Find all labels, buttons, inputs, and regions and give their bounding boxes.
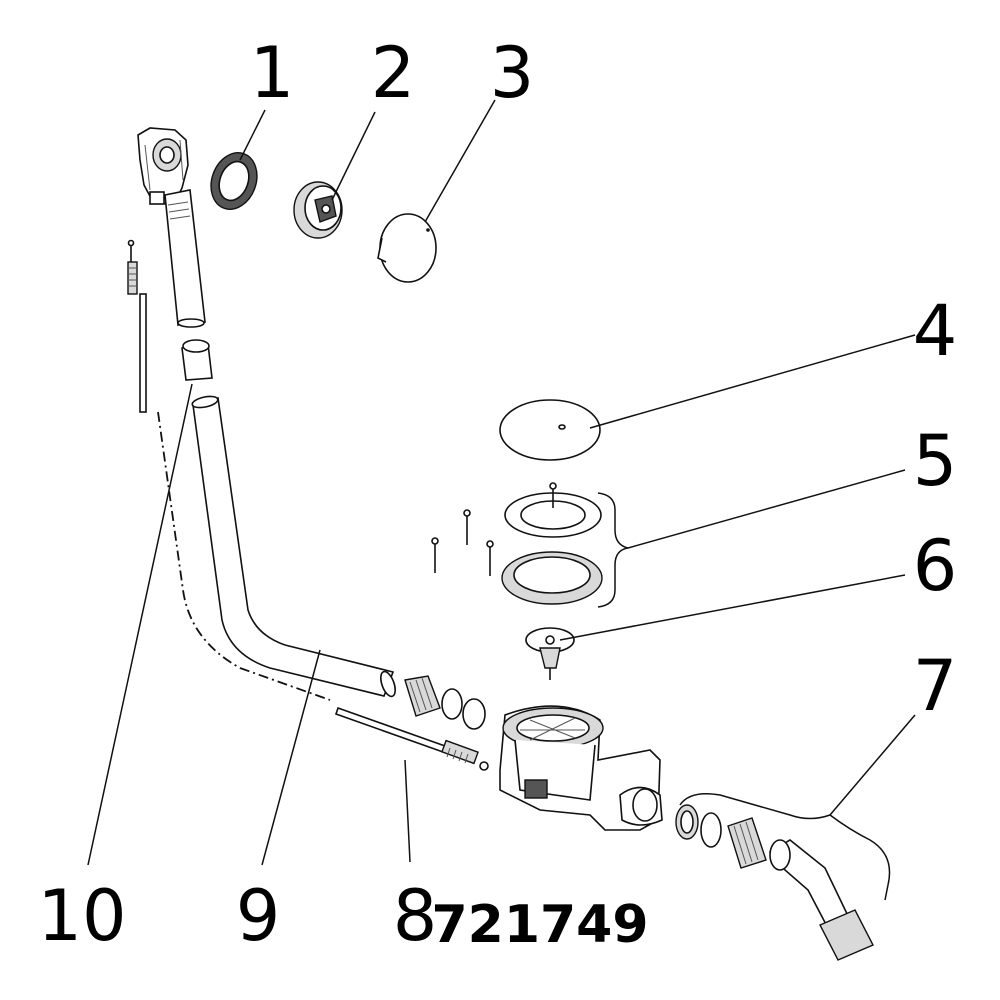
- callout-8: 8: [393, 875, 438, 957]
- leader-1: [239, 109, 266, 161]
- callout-4: 4: [913, 290, 958, 372]
- plug-valve-part: [525, 627, 575, 680]
- flange-ring-set-part: [431, 482, 603, 605]
- callout-7: 7: [913, 645, 958, 727]
- bowden-cable-upper: [127, 239, 147, 413]
- leader-7: [829, 714, 916, 816]
- bowden-cable-lower: [334, 706, 489, 771]
- leader-4: [589, 334, 916, 429]
- pipe-coupling-nut: [404, 675, 486, 730]
- callout-2: 2: [371, 32, 416, 114]
- overflow-cover-cap-part: [377, 213, 437, 283]
- pipe-connector-part: [181, 339, 213, 381]
- leader-8: [404, 759, 411, 863]
- cable-routing-line: [157, 411, 331, 701]
- leader-6: [559, 574, 906, 641]
- leader-5: [627, 469, 906, 549]
- callout-3: 3: [490, 32, 535, 114]
- callout-5: 5: [913, 420, 958, 502]
- part-number: 721749: [431, 895, 648, 955]
- overflow-head: [137, 127, 206, 328]
- leader-10: [87, 383, 193, 866]
- overflow-pipe-part: [191, 395, 396, 698]
- leader-9: [261, 649, 321, 866]
- outlet-elbow-set-part: [675, 804, 874, 961]
- callout-10: 10: [37, 875, 126, 957]
- part-5-bracket: [597, 492, 629, 608]
- overflow-seal-ring: [210, 152, 258, 210]
- callout-9: 9: [236, 875, 281, 957]
- callout-6: 6: [913, 525, 958, 607]
- leader-2: [331, 111, 376, 201]
- overflow-rosette-part: [293, 181, 343, 239]
- leader-3: [424, 99, 496, 223]
- drain-disc-part: [499, 399, 601, 461]
- drain-body: [499, 705, 663, 831]
- callout-1: 1: [250, 32, 295, 114]
